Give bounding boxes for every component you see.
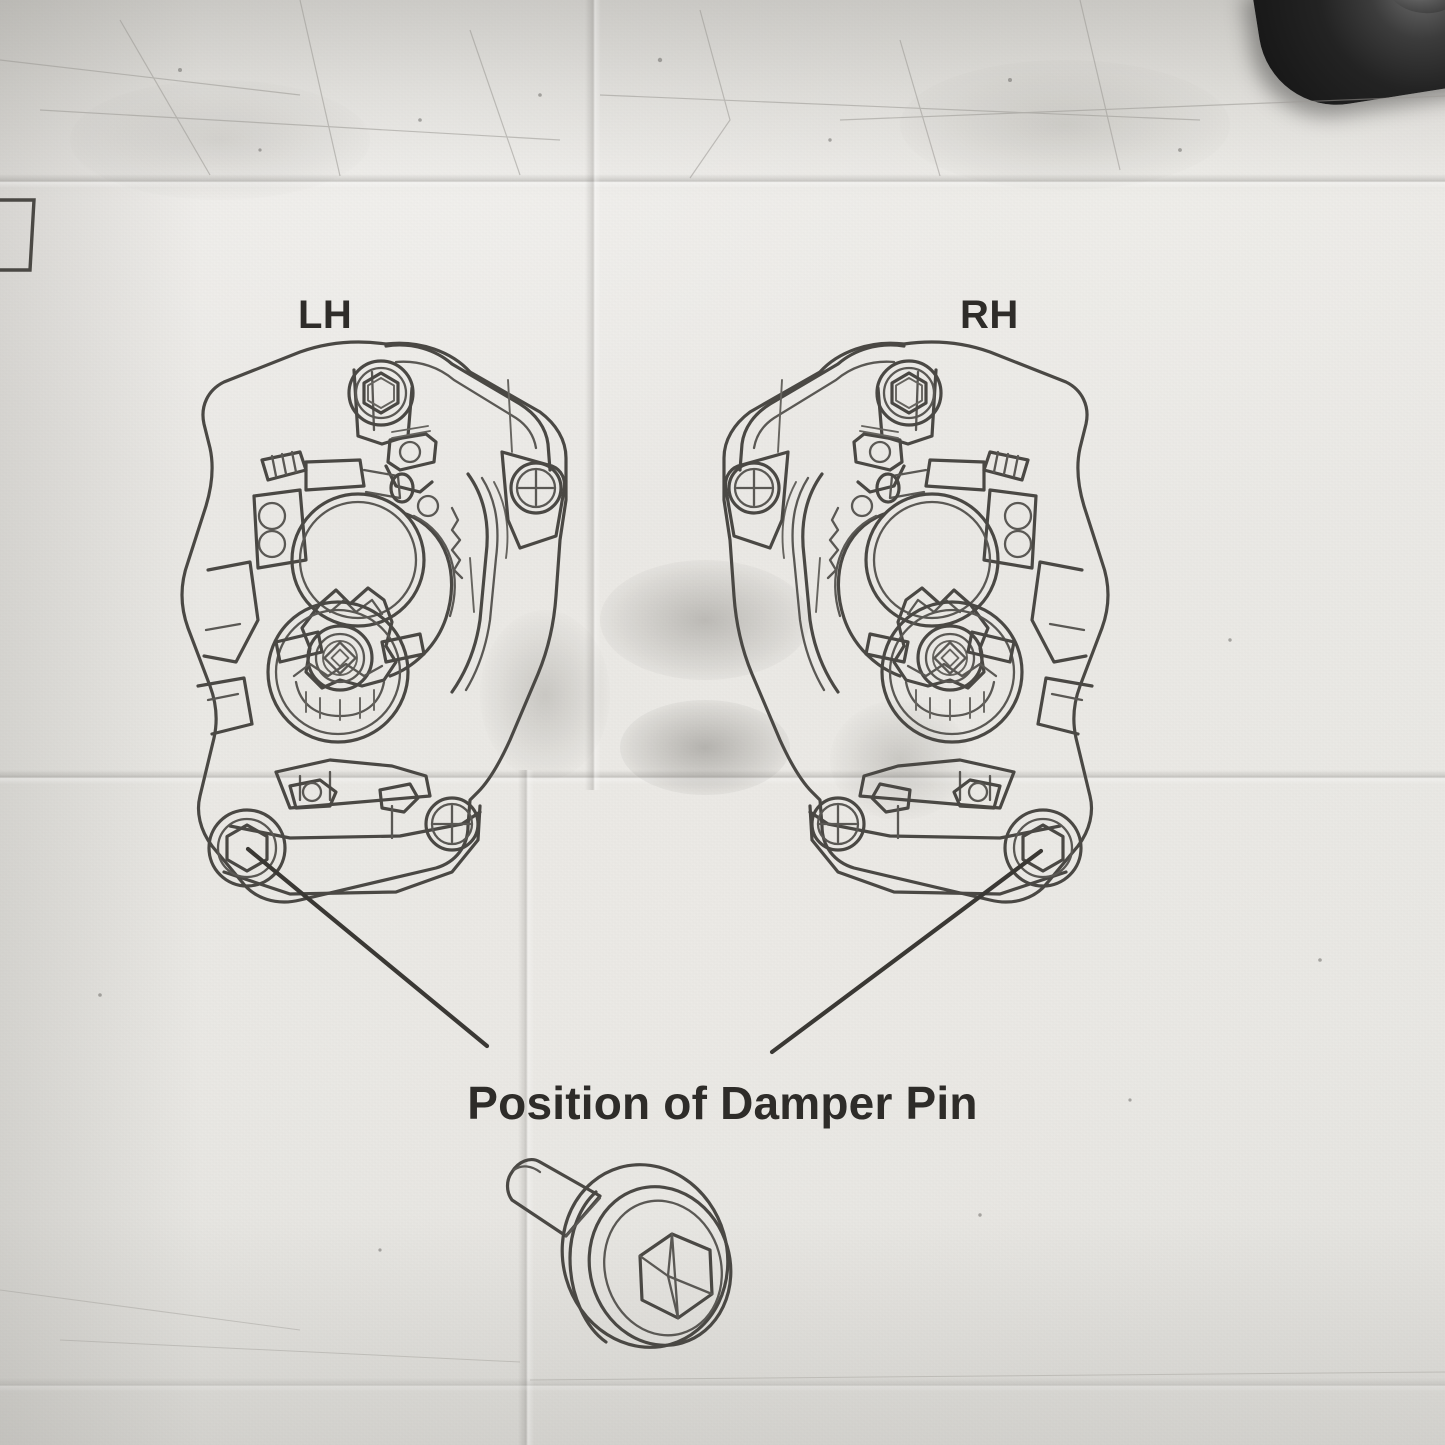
leader-line-rh (769, 848, 1044, 1055)
caption-position-of-damper-pin: Position of Damper Pin (0, 1076, 1445, 1130)
paper-bottom-shadow (0, 1215, 1445, 1445)
caption-text: Position of Damper Pin (467, 1077, 978, 1129)
leader-line-lh (245, 846, 490, 1049)
label-lh: LH (298, 293, 353, 337)
label-rh: RH (960, 293, 1019, 337)
